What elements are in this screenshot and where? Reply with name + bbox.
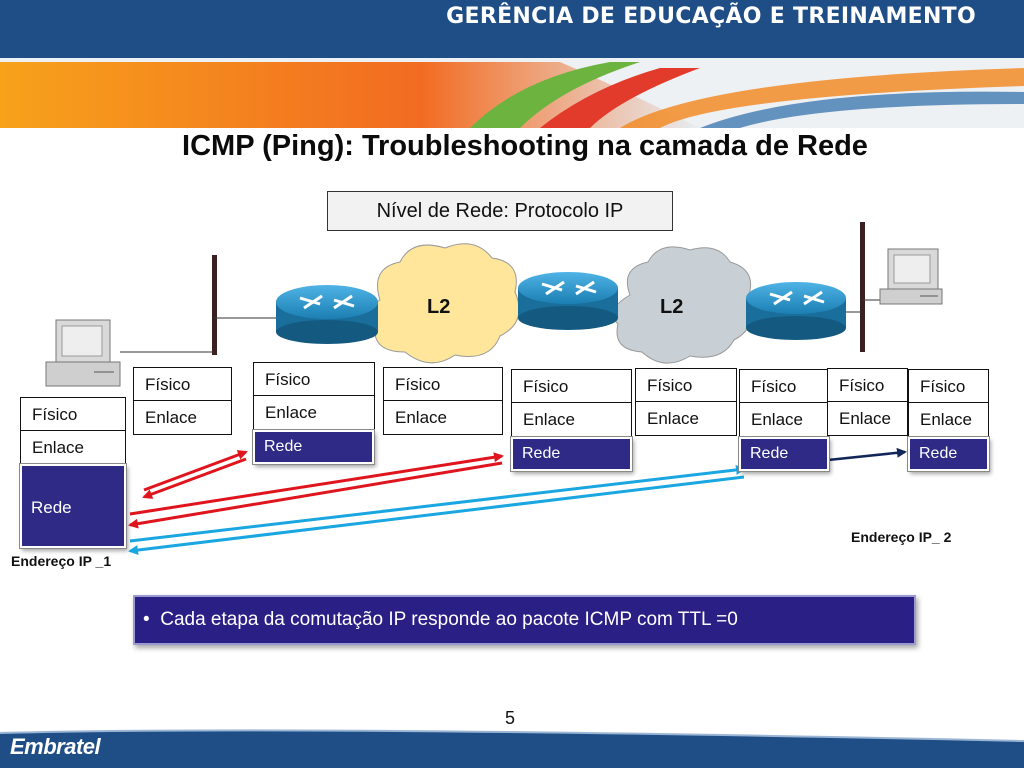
- layer-fisico: Físico: [909, 370, 988, 403]
- router-icon-3: [746, 282, 846, 340]
- layer-stack-host-left: Físico Enlace: [20, 397, 126, 465]
- layer-enlace: Enlace: [395, 408, 447, 427]
- layer-enlace: Enlace: [32, 438, 84, 457]
- network-level-label: Nível de Rede: Protocolo IP: [327, 191, 673, 231]
- layer-enlace: Enlace: [647, 409, 699, 428]
- layer-enlace: Enlace: [265, 403, 317, 422]
- blue-arrows: [128, 464, 746, 556]
- layer-stack-router-2: Físico Enlace: [511, 369, 632, 437]
- router-icon-1: [276, 285, 378, 344]
- layer-enlace: Enlace: [920, 410, 972, 429]
- ip-address-2-label: Endereço IP_ 2: [851, 529, 952, 545]
- bullet-text: Cada etapa da comutação IP responde ao p…: [160, 609, 738, 630]
- header-swoosh: [0, 58, 1024, 128]
- layer-enlace: Enlace: [839, 409, 891, 428]
- layer-fisico: Físico: [740, 370, 828, 403]
- layer-enlace: Enlace: [523, 410, 575, 429]
- footer-bar: [0, 729, 1024, 768]
- header-bar: [0, 0, 1024, 62]
- cloud-label-2: L2: [660, 296, 684, 318]
- layer-stack-router-3: Físico Enlace: [739, 369, 829, 437]
- layer-stack-2: Físico Enlace: [133, 367, 232, 435]
- computer-icon-right: [879, 248, 943, 305]
- red-arrows: [128, 450, 504, 529]
- embratel-logo: Embratel: [10, 734, 101, 759]
- header-title: GERÊNCIA DE EDUCAÇÃO E TREINAMENTO: [446, 4, 976, 29]
- layer-stack-router-1: Físico Enlace: [253, 362, 375, 430]
- layer-rede-router-1: Rede: [253, 430, 374, 464]
- layer-rede-host-left: Rede: [20, 464, 126, 548]
- layer-stack-4: Físico Enlace: [383, 367, 503, 435]
- cloud-l2-1: [368, 243, 520, 364]
- ethernet-bus-right: [845, 222, 884, 352]
- layer-fisico: Físico: [636, 369, 736, 402]
- layer-fisico: Físico: [134, 368, 231, 401]
- layer-fisico: Físico: [384, 368, 502, 401]
- slide-title: ICMP (Ping): Troubleshooting na camada d…: [182, 130, 868, 162]
- layer-fisico: Físico: [512, 370, 631, 403]
- navy-arrow: [827, 447, 907, 462]
- ethernet-bus-left: [120, 255, 276, 355]
- layer-fisico: Físico: [21, 398, 125, 431]
- bullet-icon: •: [143, 609, 161, 630]
- layer-rede-host-right: Rede: [908, 437, 989, 471]
- layer-enlace: Enlace: [751, 410, 803, 429]
- ip-address-1-label: Endereço IP _1: [11, 553, 112, 569]
- computer-icon-left: [45, 319, 121, 387]
- layer-fisico: Físico: [254, 363, 374, 396]
- bullet-callout: • Cada etapa da comutação IP responde ao…: [133, 595, 916, 645]
- layer-rede-router-2: Rede: [511, 437, 632, 471]
- layer-enlace: Enlace: [145, 408, 197, 427]
- cloud-label-1: L2: [427, 296, 451, 318]
- layer-stack-8: Físico Enlace: [827, 368, 908, 436]
- layer-stack-6: Físico Enlace: [635, 368, 737, 436]
- layer-rede-router-3: Rede: [739, 437, 829, 471]
- layer-stack-host-right: Físico Enlace: [908, 369, 989, 437]
- layer-fisico: Físico: [828, 369, 907, 402]
- router-icon-2: [518, 272, 618, 330]
- page-number: 5: [505, 708, 516, 728]
